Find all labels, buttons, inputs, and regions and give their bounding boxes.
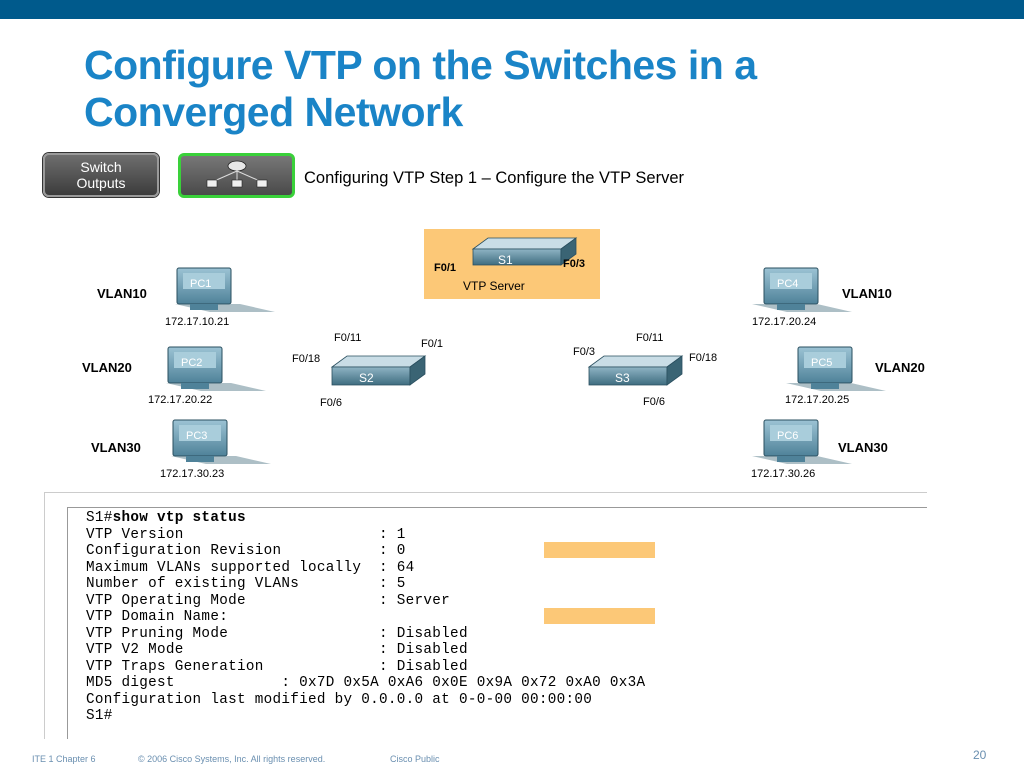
s3-port-right: F0/18 bbox=[689, 352, 718, 364]
topology-icon bbox=[206, 160, 268, 188]
prompt: S1# bbox=[86, 510, 113, 526]
s1-port-right: F0/3 bbox=[563, 258, 586, 270]
terminal-line: VTP V2 Mode : Disabled bbox=[86, 642, 468, 658]
pc4-label: PC4 bbox=[777, 278, 799, 290]
terminal-command-line: S1#show vtp status bbox=[86, 510, 246, 526]
pc4-vlan: VLAN10 bbox=[842, 286, 892, 301]
switch-s1-icon bbox=[471, 237, 578, 266]
s2-port-left: F0/18 bbox=[292, 353, 321, 365]
pc1-label: PC1 bbox=[190, 278, 212, 290]
terminal-line: Maximum VLANs supported locally : 64 bbox=[86, 559, 415, 576]
pc5-vlan: VLAN20 bbox=[875, 360, 925, 375]
terminal-line: Number of existing VLANs : 5 bbox=[86, 576, 406, 592]
terminal-line: Configuration Revision : 0 bbox=[86, 543, 406, 559]
switch-s2-icon bbox=[330, 355, 427, 386]
terminal-line: VTP Domain Name: bbox=[86, 609, 229, 625]
pc5-ip: 172.17.20.25 bbox=[785, 394, 850, 406]
terminal-output: S1#show vtp status VTP Version : 1 Confi… bbox=[67, 507, 927, 739]
footer-classification: Cisco Public bbox=[390, 754, 440, 764]
switch-s3-icon bbox=[587, 355, 684, 386]
terminal-line: VTP Operating Mode : Server bbox=[86, 592, 451, 609]
terminal-line: VTP Pruning Mode : Disabled bbox=[86, 625, 468, 642]
s3-port-bottom: F0/6 bbox=[643, 396, 666, 408]
title-line-1: Configure VTP on the Switches in a bbox=[84, 42, 757, 88]
switch-outputs-button[interactable]: Switch Outputs bbox=[43, 153, 159, 197]
page-number: 20 bbox=[973, 748, 987, 762]
s2-label: S2 bbox=[359, 371, 374, 385]
pc2-icon bbox=[166, 346, 266, 391]
pc3-ip: 172.17.30.23 bbox=[160, 468, 225, 480]
command: show vtp status bbox=[112, 510, 246, 526]
s3-label: S3 bbox=[615, 371, 630, 385]
topology-button[interactable] bbox=[178, 153, 295, 198]
pc3-vlan: VLAN30 bbox=[91, 440, 141, 455]
s1-port-left: F0/1 bbox=[434, 262, 457, 274]
pc4-ip: 172.17.20.24 bbox=[752, 316, 817, 328]
terminal-line: VTP Version : 1 bbox=[86, 526, 406, 543]
pc2-vlan: VLAN20 bbox=[82, 360, 132, 375]
title-line-2: Converged Network bbox=[84, 89, 463, 135]
highlight-revision bbox=[544, 542, 655, 558]
topology-diagram bbox=[166, 237, 886, 464]
terminal-line: MD5 digest : 0x7D 0x5A 0xA6 0x0E 0x9A 0x… bbox=[86, 675, 646, 691]
pc6-ip: 172.17.30.26 bbox=[751, 468, 816, 480]
pc2-ip: 172.17.20.22 bbox=[148, 394, 213, 406]
pc3-icon bbox=[171, 419, 271, 464]
s1-label: S1 bbox=[498, 253, 513, 267]
top-bar bbox=[0, 0, 1024, 19]
highlight-domain bbox=[544, 608, 655, 624]
pc4-icon bbox=[752, 267, 852, 312]
switch-outputs-label-1: Switch bbox=[80, 159, 122, 175]
step-title: Configuring VTP Step 1 – Configure the V… bbox=[304, 169, 685, 187]
terminal-line: S1# bbox=[86, 708, 113, 724]
terminal-line: Configuration last modified by 0.0.0.0 a… bbox=[86, 691, 593, 708]
switch-outputs-label-2: Outputs bbox=[76, 175, 126, 191]
pc5-label: PC5 bbox=[811, 357, 833, 369]
slide-title: Configure VTP on the Switches in a Conve… bbox=[84, 42, 984, 136]
footer-copyright: © 2006 Cisco Systems, Inc. All rights re… bbox=[138, 754, 326, 764]
s1-role: VTP Server bbox=[463, 279, 525, 293]
s2-port-uplink: F0/1 bbox=[421, 338, 444, 350]
terminal-panel: S1#show vtp status VTP Version : 1 Confi… bbox=[44, 492, 927, 739]
pc5-icon bbox=[786, 346, 886, 391]
pc6-label: PC6 bbox=[777, 430, 799, 442]
pc1-vlan: VLAN10 bbox=[97, 286, 147, 301]
s2-port-bottom: F0/6 bbox=[320, 397, 343, 409]
pc2-label: PC2 bbox=[181, 357, 203, 369]
footer-chapter: ITE 1 Chapter 6 bbox=[32, 754, 96, 764]
s3-port-top: F0/11 bbox=[636, 332, 664, 344]
pc1-ip: 172.17.10.21 bbox=[165, 316, 230, 328]
terminal-line: VTP Traps Generation : Disabled bbox=[86, 658, 468, 675]
pc1-icon bbox=[175, 267, 275, 312]
pc3-label: PC3 bbox=[186, 430, 208, 442]
s2-port-top: F0/11 bbox=[334, 332, 362, 344]
s3-port-uplink: F0/3 bbox=[573, 346, 596, 358]
pc6-vlan: VLAN30 bbox=[838, 440, 888, 455]
pc6-icon bbox=[752, 419, 852, 464]
